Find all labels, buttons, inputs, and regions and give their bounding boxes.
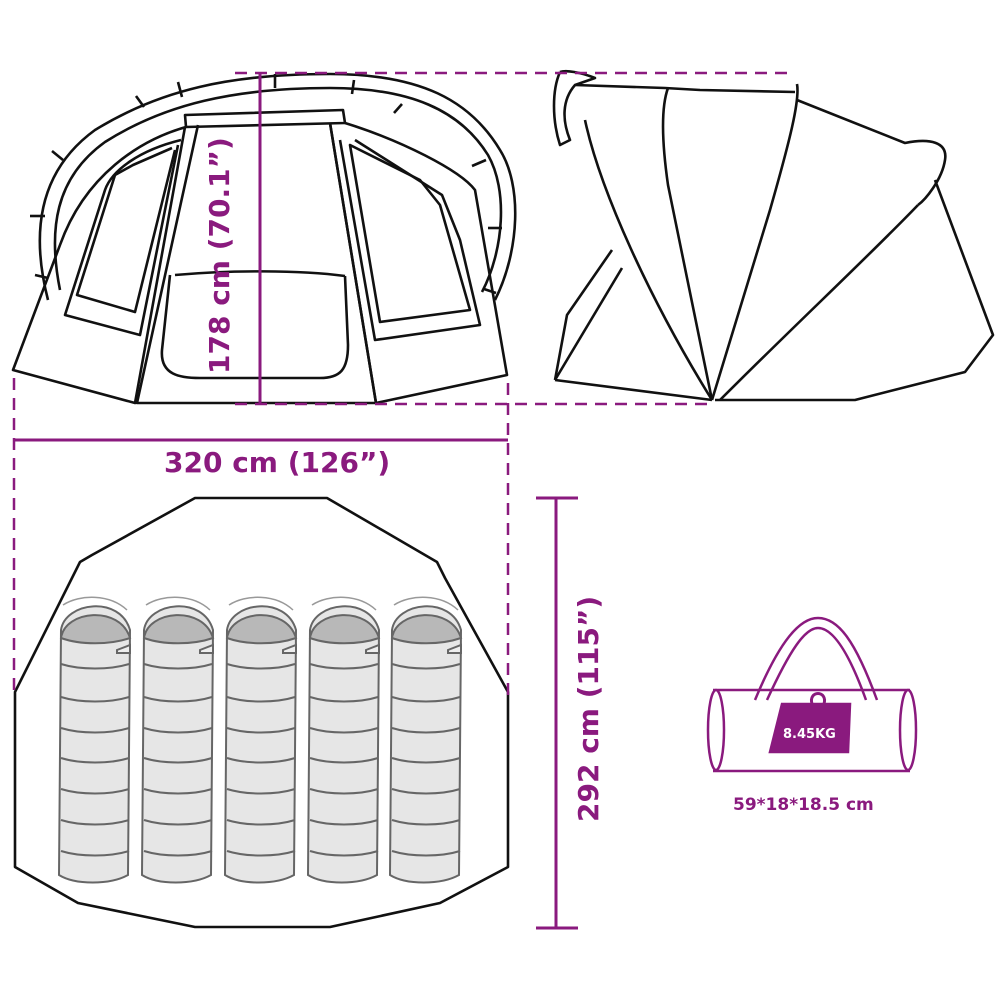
- bag-weight: 8.45KG: [783, 727, 836, 742]
- bag-size-label: 59*18*18.5 cm: [733, 795, 874, 815]
- height-label: 178 cm (70.1”): [203, 137, 236, 374]
- sleeping-bag: [306, 596, 381, 884]
- carry-bag: [706, 616, 918, 773]
- sleeping-bag: [223, 596, 298, 884]
- sleeping-bag: [57, 596, 132, 884]
- front-view: [11, 72, 517, 405]
- width-label: 320 cm (126”): [164, 446, 391, 479]
- side-view: [552, 69, 995, 402]
- sleeping-bag: [388, 596, 463, 884]
- depth-label: 292 cm (115”): [572, 595, 605, 822]
- sleeping-bag: [140, 596, 215, 884]
- dimension-lines: [12, 71, 790, 930]
- sleeping-bags: [57, 596, 463, 884]
- floor-plan: [13, 496, 510, 929]
